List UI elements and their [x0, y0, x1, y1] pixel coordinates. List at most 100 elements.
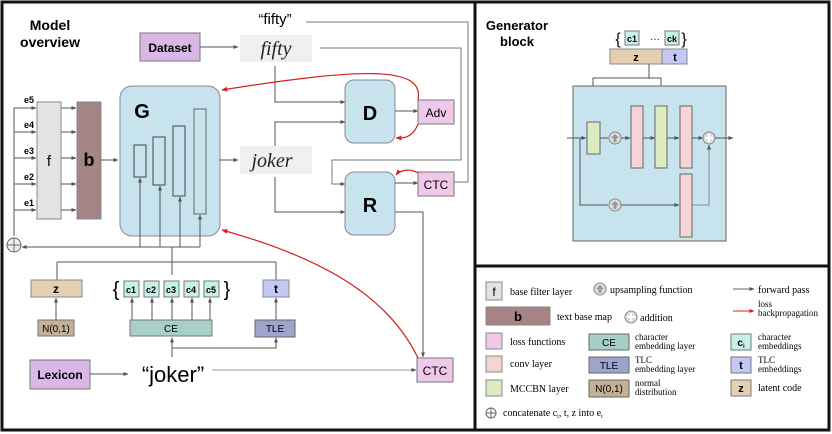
fake-word-label: “joker” — [142, 362, 204, 387]
legend-label-tle-1: TLC — [635, 355, 652, 365]
gb-conv-1 — [630, 105, 644, 169]
legend-swatch-z — [730, 379, 752, 397]
model-overview-title-2: overview — [20, 34, 80, 50]
c3-label: c3 — [166, 285, 176, 295]
tlc-t-box — [262, 279, 290, 298]
model-overview-title-1: Model — [30, 17, 70, 33]
base-map-label: b — [84, 150, 95, 170]
legend-label-ci-2: embeddings — [758, 341, 802, 351]
noise-label: N(0,1) — [42, 324, 70, 335]
g-layer-1 — [133, 144, 147, 178]
dataset-box — [139, 32, 201, 62]
legend-label-noise-2: distribution — [635, 387, 677, 397]
legend-label-backprop-2: backpropagation — [758, 308, 818, 318]
gb-upsampling-icon-1 — [608, 131, 622, 145]
legend-swatch-ce — [588, 333, 630, 351]
adv-label: Adv — [426, 106, 447, 120]
char-embedding-c1 — [123, 280, 140, 298]
discriminator-label: D — [363, 103, 377, 125]
gb-upsampling-icon-2 — [608, 198, 622, 212]
char-embedding-c5 — [203, 280, 220, 298]
legend-swatch-loss — [485, 332, 503, 350]
legend-swatch-filter — [485, 281, 503, 301]
tle-label: TLE — [266, 324, 285, 335]
gb-skip-to-add — [692, 144, 711, 206]
legend-swatch-filter-text: f — [492, 285, 496, 299]
concatenate-icon — [6, 237, 22, 253]
legend-swatch-noise — [588, 379, 630, 398]
legend-swatch-noise-text: N(0,1) — [595, 384, 623, 395]
real-handwriting-image — [240, 35, 312, 62]
gb-mccbn-2 — [654, 105, 668, 169]
gb-c1-label: c1 — [627, 34, 637, 44]
legend-label-mccbn: MCCBN layer — [510, 384, 569, 395]
adv-loss-box — [417, 99, 455, 125]
ctc-backprop-to-g — [221, 229, 419, 359]
gb-brace-close: } — [681, 31, 687, 48]
char-embeddings — [123, 280, 220, 298]
filter-label: f — [47, 153, 52, 170]
lexicon-box — [29, 359, 91, 390]
legend-swatch-mccbn — [485, 379, 503, 397]
legend-swatch-conv — [485, 355, 503, 373]
legend-panel — [473, 264, 831, 432]
ctc-top-label: CTC — [424, 178, 449, 192]
char-embedding-c4 — [183, 280, 200, 298]
legend-label-addition: addition — [640, 313, 673, 324]
legend-addition-icon — [624, 310, 638, 324]
normal-distribution-box — [37, 319, 75, 337]
char-embedding-c2 — [143, 280, 160, 298]
c4-label: c4 — [186, 285, 196, 295]
ctc-loss-box-top — [417, 171, 455, 197]
brace-open: { — [113, 279, 120, 301]
legend-label-t-2: embeddings — [758, 364, 802, 374]
gb-char-ck — [664, 30, 680, 46]
generator-label: G — [134, 101, 150, 123]
legend-swatch-tle-text: TLE — [600, 361, 619, 372]
gb-brace-open: { — [615, 31, 621, 48]
lexicon-label: Lexicon — [37, 368, 82, 382]
gb-mccbn-1 — [586, 121, 601, 155]
gb-skip-line — [579, 138, 608, 206]
ctc-backprop-to-r — [395, 169, 419, 176]
gb-container — [572, 85, 727, 242]
generator-block-title-1: Generator — [486, 18, 548, 33]
g-layer-inputs — [56, 177, 277, 281]
e1-label: e1 — [24, 198, 34, 208]
legend-label-base-map: text base map — [557, 312, 612, 323]
fake-handwriting-image — [240, 146, 312, 174]
dataset-label: Dataset — [148, 41, 191, 55]
legend-label-backprop-1: loss — [758, 299, 773, 309]
legend-concat-note: concatenate ci, t, z into ei — [503, 408, 603, 420]
adv-backprop-to-d — [395, 123, 419, 141]
legend-label-filter: base filter layer — [510, 287, 573, 298]
legend-swatch-b-text: b — [514, 309, 522, 324]
legend-swatch-ce-text: CE — [602, 338, 616, 349]
e3-label: e3 — [24, 146, 34, 156]
generator-block-title-2: block — [500, 34, 535, 49]
gb-ellipsis: ··· — [650, 34, 660, 45]
word-to-tle-line — [171, 337, 278, 357]
legend-label-ci-1: character — [758, 332, 791, 342]
label-to-ctc-line — [306, 21, 469, 184]
gb-t-label: t — [673, 52, 677, 64]
g-layer-2 — [152, 136, 166, 186]
legend-label-forward: forward pass — [758, 285, 809, 296]
gb-z-label: z — [633, 52, 639, 64]
legend-swatch-t — [730, 356, 752, 374]
char-embedding-c3 — [163, 280, 180, 298]
embedding-inputs — [13, 106, 77, 236]
z-label: z — [53, 282, 59, 296]
ce-to-chars — [130, 297, 212, 320]
legend-label-ce-1: character — [635, 332, 668, 342]
text-base-map — [76, 101, 102, 220]
ctc-bottom-label: CTC — [423, 364, 448, 378]
legend-label-t-1: TLC — [758, 355, 775, 365]
real-image-to-r-line — [320, 47, 462, 186]
gb-addition-icon — [702, 131, 716, 145]
c5-label: c5 — [206, 285, 216, 295]
recognizer-label: R — [363, 195, 378, 217]
ce-layer-box — [129, 319, 213, 337]
brace-close: } — [224, 279, 231, 301]
